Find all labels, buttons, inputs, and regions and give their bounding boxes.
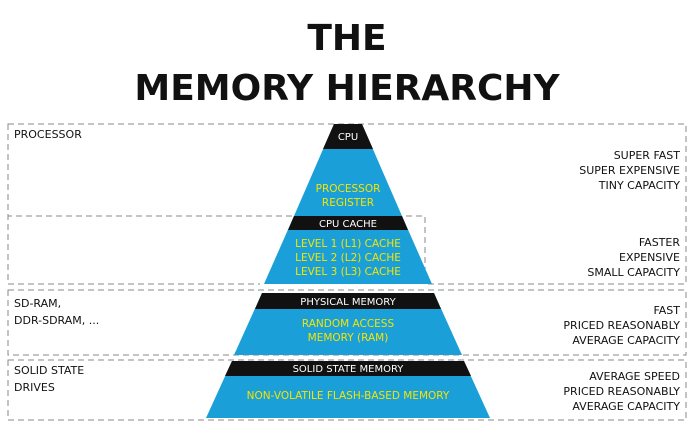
ssd-left-label-line-1: SOLID STATE: [14, 364, 84, 377]
ssd-header-band: [225, 361, 471, 376]
ssd-section-outline: [7, 359, 687, 421]
title-line-1: THE: [307, 18, 386, 59]
physical-body-line-2: MEMORY (RAM): [308, 332, 389, 344]
physical-right-line-1: FAST: [653, 304, 680, 317]
cache-right-line-2: EXPENSIVE: [619, 251, 680, 264]
cpu-tier-fill: [294, 124, 402, 216]
cache-header-label: CPU CACHE: [319, 219, 377, 230]
physical-header-band: [255, 293, 441, 309]
cpu-header-band: [323, 124, 373, 149]
pyramid-ssd-tier: SOLID STATE MEMORY NON-VOLATILE FLASH-BA…: [206, 361, 490, 418]
cache-header-band: [288, 216, 408, 230]
ssd-body-line-1: NON-VOLATILE FLASH-BASED MEMORY: [247, 390, 450, 402]
processor-right-line-2: SUPER EXPENSIVE: [579, 164, 680, 177]
processor-right-line-1: SUPER FAST: [614, 149, 681, 162]
ssd-left-label-line-2: DRIVES: [14, 381, 55, 394]
cache-body-line-2: LEVEL 2 (L2) CACHE: [295, 252, 401, 264]
physical-right-line-3: AVERAGE CAPACITY: [572, 334, 680, 347]
cpu-header-label: CPU: [338, 132, 358, 143]
sdram-left-label-line-1: SD-RAM,: [14, 297, 61, 310]
processor-section-left-edge: [7, 124, 260, 285]
pyramid-cache-tier: CPU CACHE LEVEL 1 (L1) CACHE LEVEL 2 (L2…: [264, 216, 432, 284]
physical-body-line-1: RANDOM ACCESS: [302, 318, 395, 330]
cpu-body-line-1: PROCESSOR: [316, 183, 381, 195]
cache-right-line-1: FASTER: [639, 236, 680, 249]
section-outlines: [7, 123, 687, 421]
processor-left-label: PROCESSOR: [14, 128, 82, 141]
physical-memory-section-outline: [7, 289, 687, 356]
cache-tier-fill: [264, 216, 432, 284]
pyramid-physical-tier: PHYSICAL MEMORY RANDOM ACCESS MEMORY (RA…: [234, 293, 462, 355]
processor-right-line-3: TINY CAPACITY: [598, 179, 681, 192]
ssd-header-label: SOLID STATE MEMORY: [293, 364, 405, 375]
pyramid-cpu-tier: CPU PROCESSOR REGISTER: [294, 124, 402, 216]
physical-header-label: PHYSICAL MEMORY: [300, 297, 396, 308]
title-line-2: MEMORY HIERARCHY: [134, 68, 560, 109]
left-labels: PROCESSOR SD-RAM, DDR-SDRAM, ... SOLID S…: [14, 128, 99, 394]
sdram-left-label-line-2: DDR-SDRAM, ...: [14, 314, 99, 327]
ssd-right-line-1: AVERAGE SPEED: [589, 370, 680, 383]
cache-body-line-1: LEVEL 1 (L1) CACHE: [295, 238, 401, 250]
ssd-right-line-3: AVERAGE CAPACITY: [572, 400, 680, 413]
physical-right-line-2: PRICED REASONABLY: [563, 319, 680, 332]
cache-body-line-3: LEVEL 3 (L3) CACHE: [295, 266, 401, 278]
ssd-right-line-2: PRICED REASONABLY: [563, 385, 680, 398]
right-labels: SUPER FAST SUPER EXPENSIVE TINY CAPACITY…: [563, 149, 680, 413]
cpu-body-line-2: REGISTER: [322, 197, 374, 209]
cache-right-line-3: SMALL CAPACITY: [587, 266, 680, 279]
